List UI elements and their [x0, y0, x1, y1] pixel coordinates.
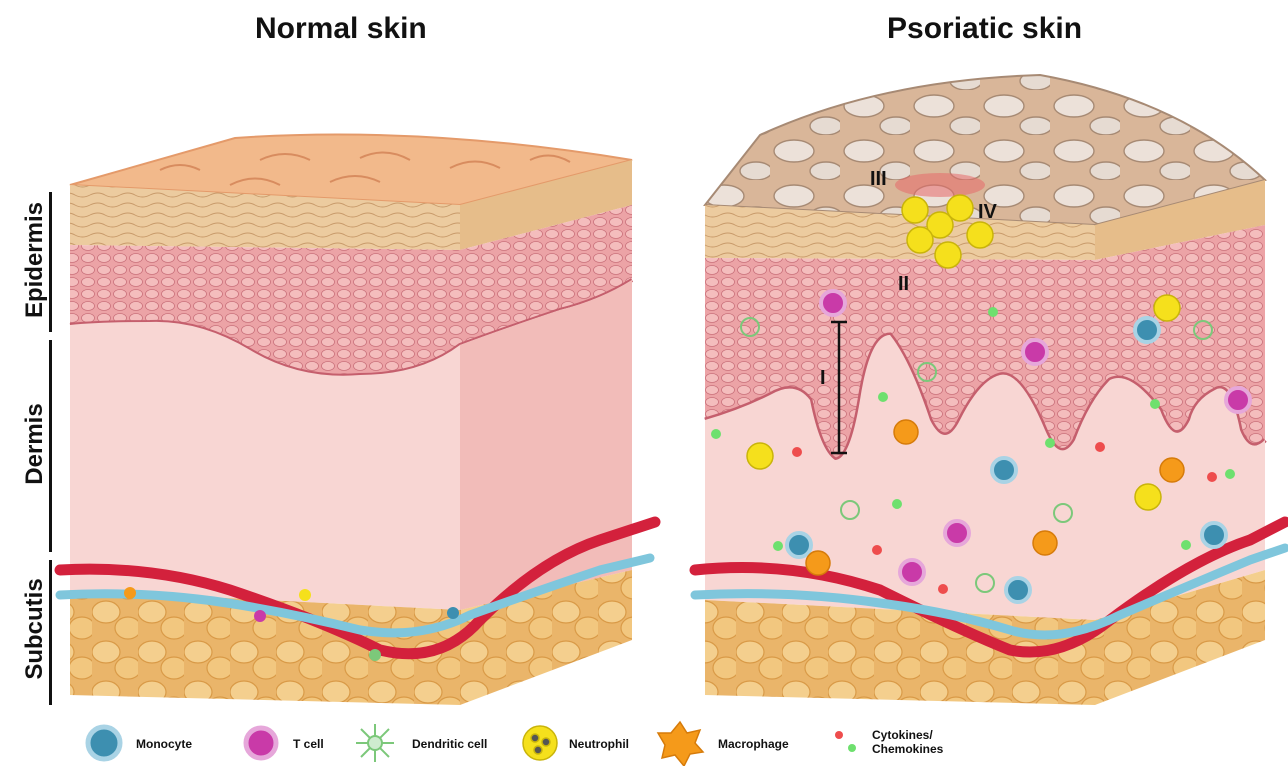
- monocyte-in-vessel: [447, 607, 459, 619]
- label-iii: III: [870, 168, 887, 190]
- neutrophil-legend-icon: [523, 726, 557, 760]
- label-iv: IV: [978, 201, 998, 223]
- normal-skin-block: [60, 134, 655, 705]
- legend-cytokines-line1: Cytokines/: [872, 728, 943, 742]
- legend-cytokines-line2: Chemokines: [872, 742, 943, 756]
- cytokine-legend-dot: [835, 731, 843, 739]
- tcell-in-vessel: [254, 610, 266, 622]
- dendritic-in-vessel: [369, 649, 381, 661]
- legend-dendritic: Dendritic cell: [412, 737, 487, 751]
- label-i: I: [820, 367, 826, 389]
- psoriatic-skin-block: I II III IV: [695, 75, 1285, 705]
- legend-tcell: T cell: [293, 737, 324, 751]
- legend-macrophage: Macrophage: [718, 737, 789, 751]
- legend-monocyte: Monocyte: [136, 737, 192, 751]
- macrophage-legend-icon: [658, 722, 703, 766]
- label-ii: II: [898, 273, 909, 295]
- macrophage-in-vessel: [124, 587, 136, 599]
- neutrophil-in-vessel: [299, 589, 311, 601]
- monocyte-legend-icon: [88, 727, 120, 759]
- tcell-legend-icon: [246, 728, 276, 758]
- chemokine-legend-dot: [848, 744, 856, 752]
- legend-neutrophil: Neutrophil: [569, 737, 629, 751]
- microabscess: [895, 173, 985, 197]
- dendritic-legend-icon: [356, 724, 394, 762]
- legend-cytokines: Cytokines/ Chemokines: [872, 728, 943, 756]
